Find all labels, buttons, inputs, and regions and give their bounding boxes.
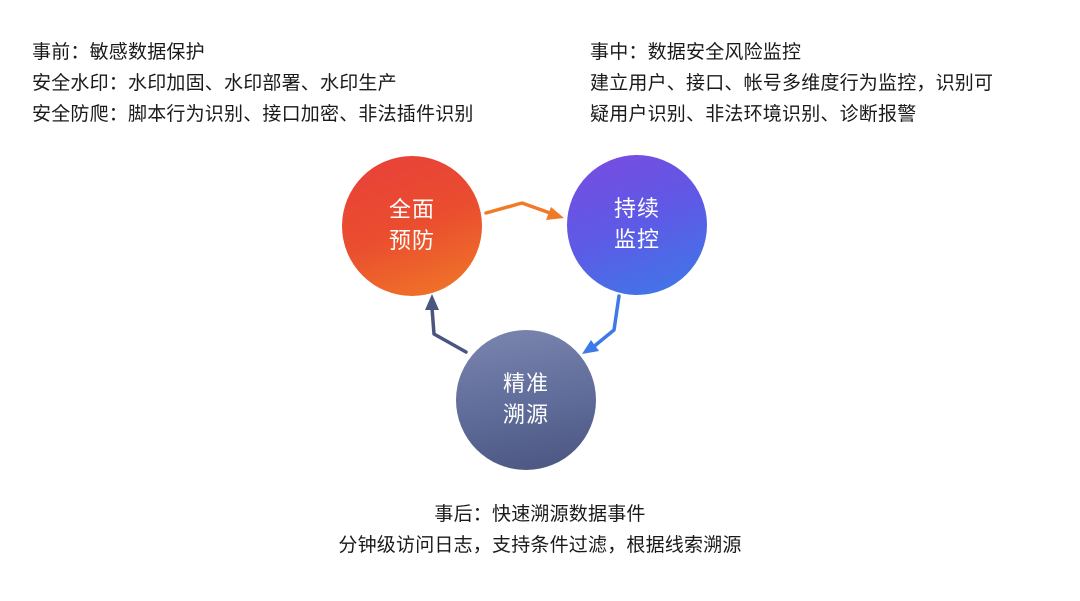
after-line-1: 分钟级访问日志，支持条件过滤，根据线索溯源 <box>338 534 742 556</box>
arrow-head-prevent-to-monitor <box>546 207 564 220</box>
node-monitor: 持续 监控 <box>567 155 707 295</box>
after-title: 事后：快速溯源数据事件 <box>434 503 646 525</box>
arrow-monitor-to-trace <box>590 294 621 350</box>
node-monitor-line2: 监控 <box>613 228 660 253</box>
before-line-watermark: 安全水印：水印加固、水印部署、水印生产 <box>32 72 397 94</box>
node-monitor-line1: 持续 <box>613 197 660 222</box>
node-prevent: 全面 预防 <box>342 156 482 296</box>
node-trace-line1: 精准 <box>502 372 549 397</box>
before-description: 事前：敏感数据保护 安全水印：水印加固、水印部署、水印生产 安全防爬：脚本行为识… <box>32 37 474 130</box>
during-line-2: 疑用户识别、非法环境识别、诊断报警 <box>590 103 917 125</box>
arrow-trace-to-prevent <box>430 306 468 354</box>
node-trace: 精准 溯源 <box>456 330 596 470</box>
node-trace-line2: 溯源 <box>502 403 549 428</box>
before-title: 事前：敏感数据保护 <box>32 41 205 63</box>
arrow-head-monitor-to-trace <box>582 340 599 354</box>
before-line-anticrawl: 安全防爬：脚本行为识别、接口加密、非法插件识别 <box>32 103 474 125</box>
during-title: 事中：数据安全风险监控 <box>590 41 802 63</box>
during-description: 事中：数据安全风险监控 建立用户、接口、帐号多维度行为监控，识别可 疑用户识别、… <box>590 37 993 130</box>
arrow-prevent-to-monitor <box>484 201 552 215</box>
node-prevent-line2: 预防 <box>388 229 435 254</box>
node-prevent-line1: 全面 <box>388 198 435 223</box>
after-description: 事后：快速溯源数据事件 分钟级访问日志，支持条件过滤，根据线索溯源 <box>0 499 1080 561</box>
during-line-1: 建立用户、接口、帐号多维度行为监控，识别可 <box>590 72 994 94</box>
arrow-head-trace-to-prevent <box>425 294 439 310</box>
